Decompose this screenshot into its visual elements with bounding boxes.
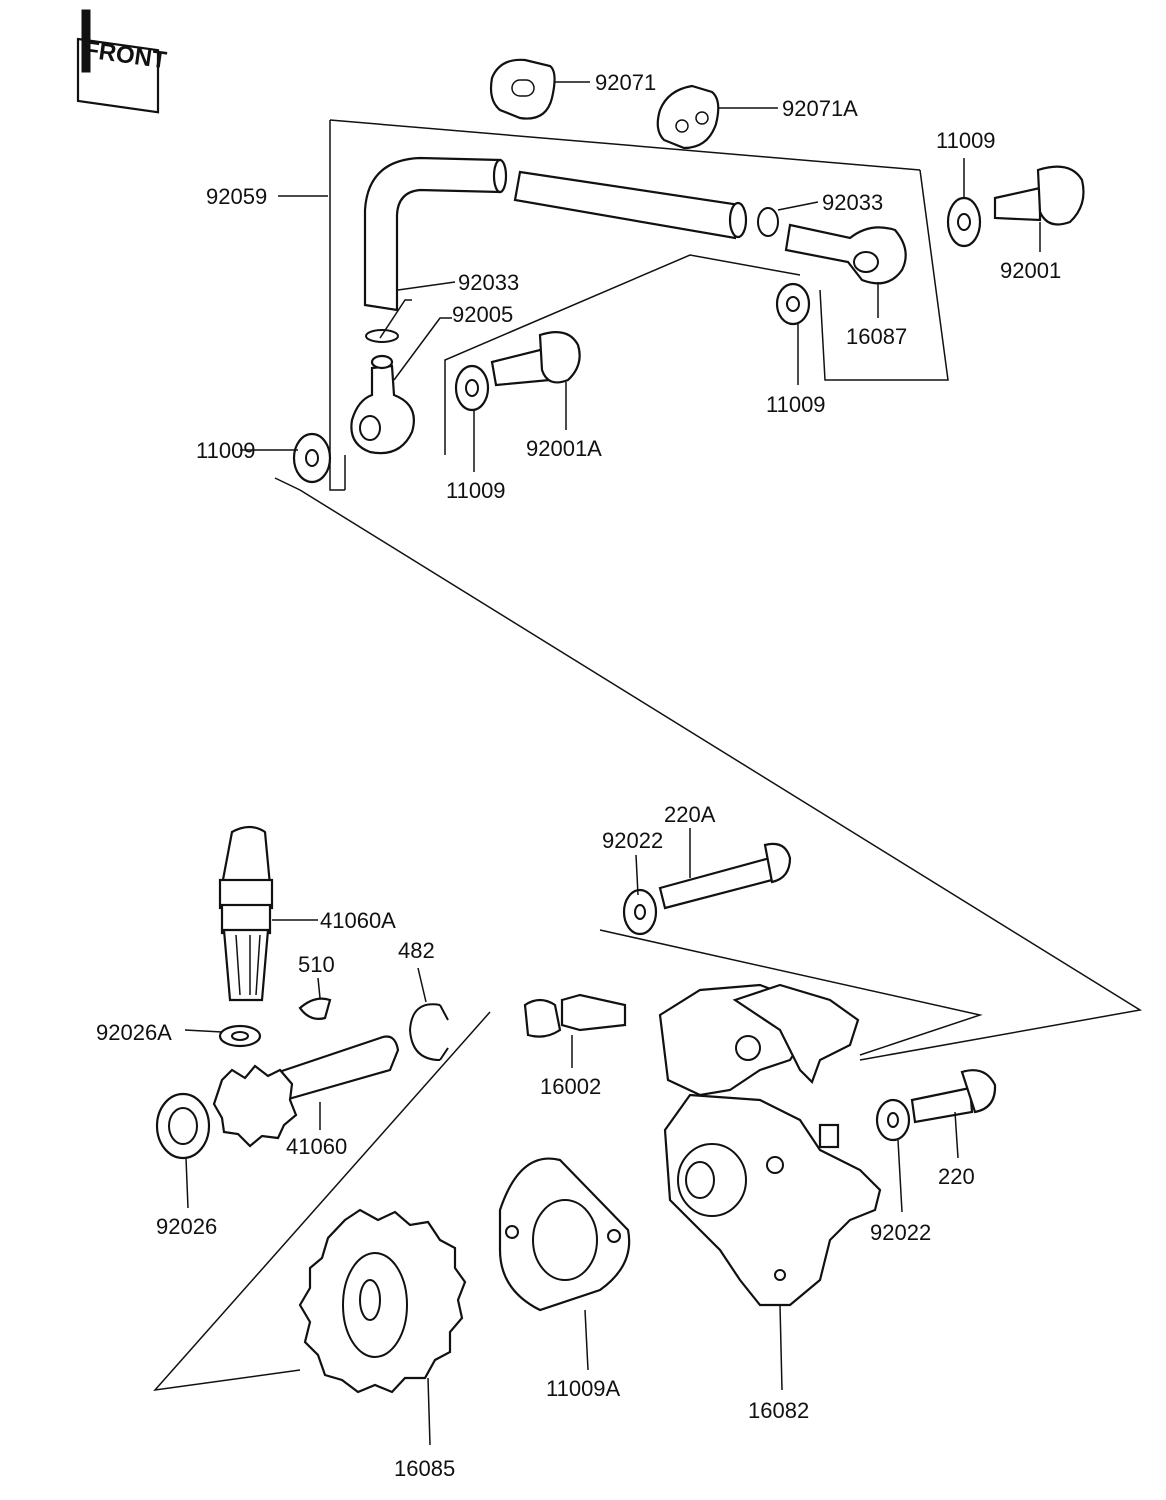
label-220A: 220A: [664, 802, 716, 827]
label-92022-top: 92022: [602, 828, 663, 853]
oil-pump-body-16082: [658, 983, 882, 1307]
clip-92033-left: [365, 329, 399, 343]
washer-11009-right: [775, 282, 811, 326]
label-92005: 92005: [452, 302, 513, 327]
oil-hose-straight: [513, 170, 748, 240]
woodruff-key-510: [298, 997, 332, 1020]
label-41060A: 41060A: [320, 908, 396, 933]
label-92071: 92071: [595, 70, 656, 95]
washer-92022-right: [875, 1098, 911, 1142]
washer-11009-mid: [454, 364, 490, 412]
label-16085: 16085: [394, 1456, 455, 1481]
gear-16085: [298, 1208, 467, 1394]
drive-shaft-41060A: [218, 825, 274, 1002]
label-92033-left: 92033: [458, 270, 519, 295]
label-16002: 16002: [540, 1074, 601, 1099]
oil-hose-92059: [363, 156, 508, 312]
label-11009-left: 11009: [196, 438, 256, 463]
washer-92026A: [218, 1024, 262, 1048]
label-482: 482: [398, 938, 435, 963]
banjo-bolt-92001A: [490, 331, 581, 387]
gasket-11009A: [498, 1157, 631, 1312]
front-direction-badge: FRONT: [76, 9, 168, 114]
banjo-fitting-92005: [350, 354, 415, 455]
assembly-guide-lines: [274, 477, 1143, 1061]
label-92001A: 92001A: [526, 436, 602, 461]
label-11009A: 11009A: [546, 1376, 621, 1401]
label-16082: 16082: [748, 1398, 809, 1423]
leader-lines: [184, 81, 1041, 1446]
label-92001: 92001: [1000, 258, 1061, 283]
bolt-220: [910, 1069, 997, 1124]
label-92033-right: 92033: [822, 190, 883, 215]
label-92026: 92026: [156, 1214, 217, 1239]
banjo-bolt-92001: [993, 165, 1085, 226]
label-11009-mid: 11009: [446, 478, 506, 503]
label-92059: 92059: [206, 184, 267, 209]
label-92071A: 92071A: [782, 96, 858, 121]
banjo-fitting-16087: [784, 223, 907, 285]
clip-92033-right: [757, 207, 779, 237]
banjo-bolt-16002: [523, 993, 627, 1038]
gear-guide-lines: [153, 1011, 491, 1392]
washer-11009-left: [292, 432, 332, 484]
bolt-220A: [658, 842, 792, 910]
circlip-482: [408, 1003, 449, 1061]
label-220: 220: [938, 1164, 975, 1189]
grommet-92071: [489, 58, 556, 120]
washer-11009-top: [946, 196, 982, 248]
grommet-92071A: [656, 84, 720, 150]
washer-92022-top: [622, 888, 658, 936]
label-510: 510: [298, 952, 335, 977]
label-92022-right: 92022: [870, 1220, 931, 1245]
label-11009-right: 11009: [766, 392, 826, 417]
pump-shaft-41060: [212, 1035, 400, 1148]
washer-92026: [155, 1092, 211, 1160]
label-41060: 41060: [286, 1134, 347, 1159]
label-11009-top: 11009: [936, 128, 996, 153]
label-92026A: 92026A: [96, 1020, 172, 1045]
label-16087: 16087: [846, 324, 907, 349]
hose-assembly-outline: [329, 119, 949, 491]
part-labels: 92071 92071A 11009 92059 92033 92033 920…: [96, 70, 1061, 1481]
